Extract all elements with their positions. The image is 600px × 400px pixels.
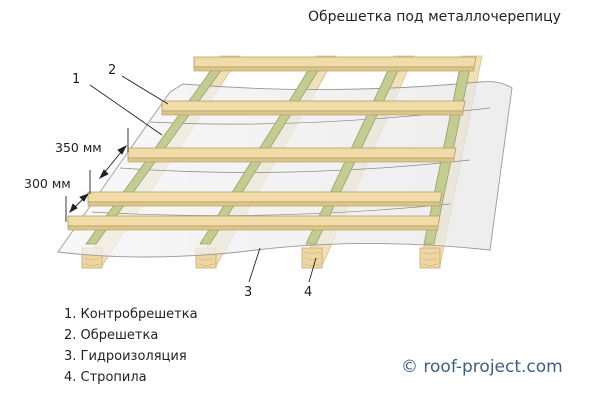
- callout-4: 4: [304, 285, 312, 300]
- callout-3: 3: [244, 285, 252, 300]
- dimension-label-300: 300 мм: [24, 176, 71, 191]
- legend-item-2: 2. Обрешетка: [64, 328, 158, 343]
- callout-1: 1: [72, 72, 80, 87]
- dimension-markers: [65, 128, 129, 222]
- batten: [67, 215, 441, 231]
- legend-item-4: 4. Стропила: [64, 370, 147, 385]
- leader-1: [89, 84, 163, 136]
- leader-3: [248, 247, 261, 283]
- legend-item-3: 3. Гидроизоляция: [64, 349, 187, 364]
- leader-4: [308, 257, 317, 283]
- copyright-text: © roof-project.com: [401, 357, 563, 377]
- batten: [127, 147, 457, 163]
- leader-2: [121, 75, 169, 105]
- batten: [193, 56, 477, 72]
- dimension-label-350: 350 мм: [55, 140, 102, 155]
- legend-item-1: 1. Контробрешетка: [64, 307, 198, 322]
- batten: [161, 100, 466, 116]
- diagram-title: Обрешетка под металлочерепицу: [308, 9, 561, 25]
- legend: 1. Контробрешетка 2. Обрешетка 3. Гидрои…: [64, 307, 198, 385]
- callout-2: 2: [108, 63, 116, 78]
- callout-leaders: [89, 75, 317, 283]
- battens: [67, 56, 477, 231]
- batten: [87, 191, 443, 207]
